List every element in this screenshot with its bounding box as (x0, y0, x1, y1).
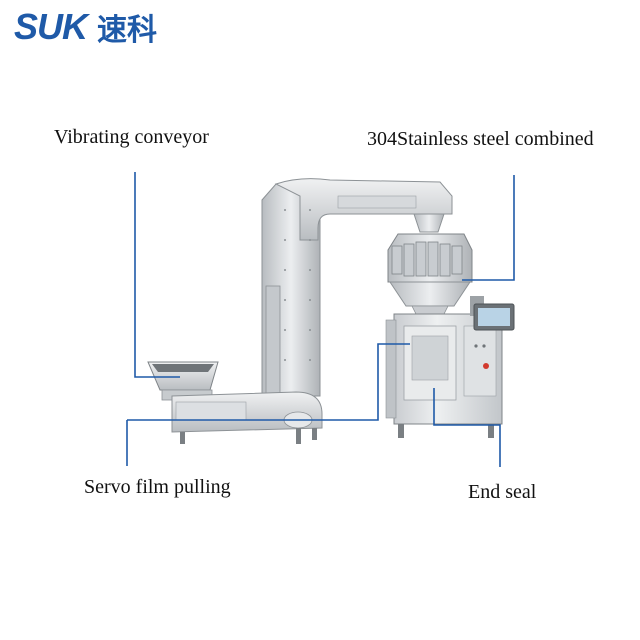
logo-text-latin: SUK (14, 6, 88, 47)
leader-servo-film-pulling (127, 343, 410, 421)
multihead-weigher (387, 213, 473, 323)
label-servo-film-pulling: Servo film pulling (84, 476, 231, 498)
base-frame (171, 391, 323, 444)
vibrating-hopper (147, 361, 219, 401)
label-vibrating-conveyor: Vibrating conveyor (54, 126, 209, 148)
leader-lines (126, 172, 515, 467)
logo-text-chinese: 速科 (97, 13, 158, 48)
bucket-elevator (261, 178, 453, 397)
vffs-packing-machine (385, 296, 515, 438)
leader-stainless-combined (462, 175, 515, 281)
brand-logo: SUK 速科 (14, 6, 157, 48)
leader-vibrating-conveyor (134, 172, 180, 378)
leader-end-seal (433, 388, 501, 467)
label-stainless-steel-combined: 304Stainless steel combined (367, 128, 594, 150)
label-end-seal: End seal (468, 481, 537, 503)
